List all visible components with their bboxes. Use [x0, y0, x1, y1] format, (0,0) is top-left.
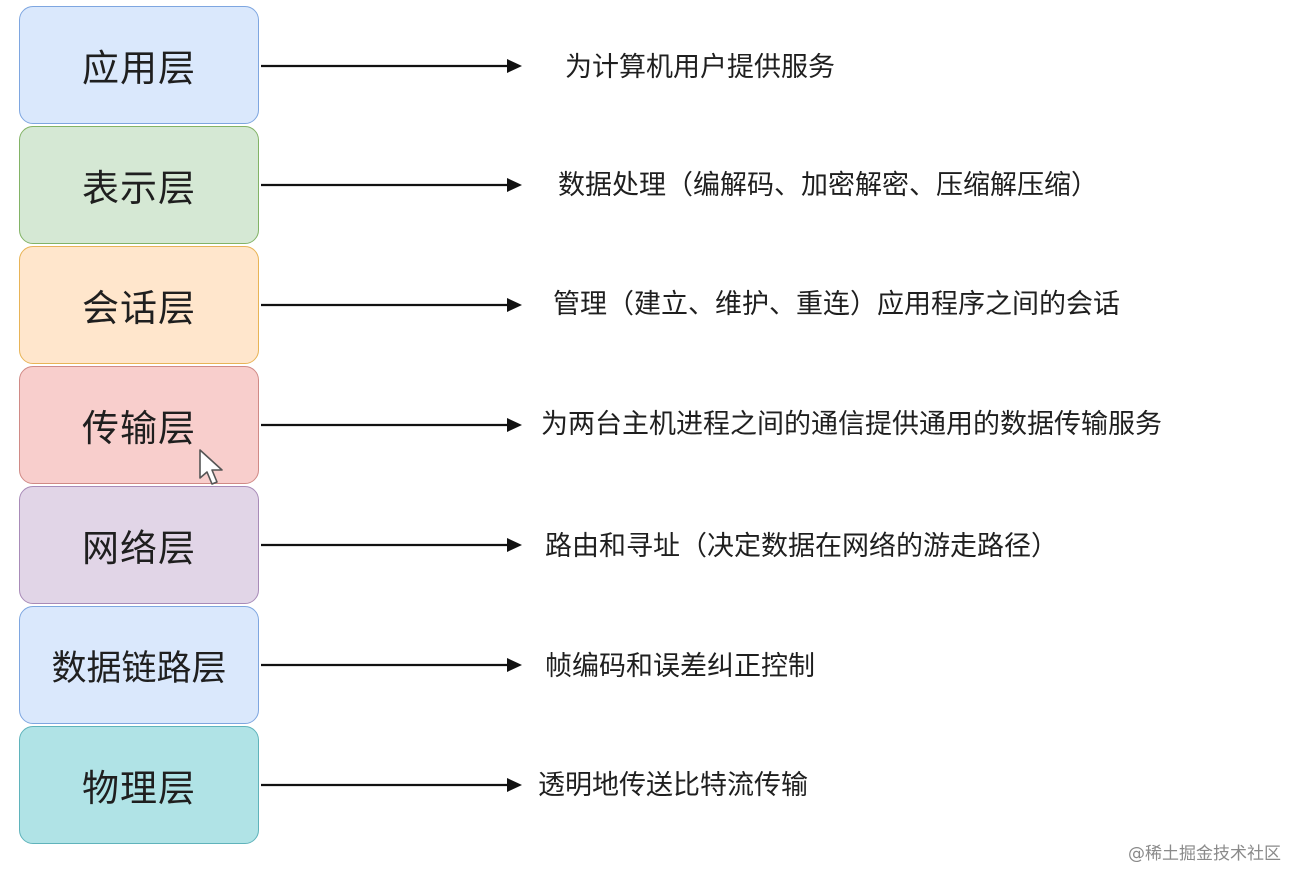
- layer-label: 会话层: [82, 287, 196, 330]
- watermark: @稀土掘金技术社区: [1128, 844, 1281, 864]
- arrow-presentation: [261, 178, 522, 192]
- desc-physical: 透明地传送比特流传输: [538, 770, 808, 801]
- arrow-data-link: [261, 658, 522, 672]
- layer-box-data-link: 数据链路层: [19, 606, 259, 724]
- desc-transport: 为两台主机进程之间的通信提供通用的数据传输服务: [541, 409, 1162, 440]
- desc-presentation: 数据处理（编解码、加密解密、压缩解压缩）: [558, 170, 1098, 201]
- desc-application: 为计算机用户提供服务: [565, 52, 835, 83]
- layer-box-transport: 传输层: [19, 366, 259, 484]
- layer-label: 传输层: [82, 407, 196, 450]
- layer-box-presentation: 表示层: [19, 126, 259, 244]
- layer-label: 应用层: [82, 47, 196, 90]
- layer-label: 数据链路层: [51, 648, 227, 689]
- arrow-network: [261, 538, 522, 552]
- layer-box-network: 网络层: [19, 486, 259, 604]
- layer-label: 表示层: [82, 167, 196, 210]
- arrow-application: [261, 59, 522, 73]
- layer-label: 网络层: [82, 527, 196, 570]
- desc-session: 管理（建立、维护、重连）应用程序之间的会话: [553, 289, 1120, 320]
- desc-data-link: 帧编码和误差纠正控制: [545, 651, 815, 682]
- layer-box-physical: 物理层: [19, 726, 259, 844]
- layer-label: 物理层: [82, 767, 196, 810]
- layer-box-session: 会话层: [19, 246, 259, 364]
- arrow-physical: [261, 778, 522, 792]
- layer-box-application: 应用层: [19, 6, 259, 124]
- mouse-cursor-icon: [199, 449, 223, 485]
- desc-network: 路由和寻址（决定数据在网络的游走路径）: [545, 531, 1058, 562]
- arrow-session: [261, 298, 522, 312]
- arrow-transport: [261, 418, 522, 432]
